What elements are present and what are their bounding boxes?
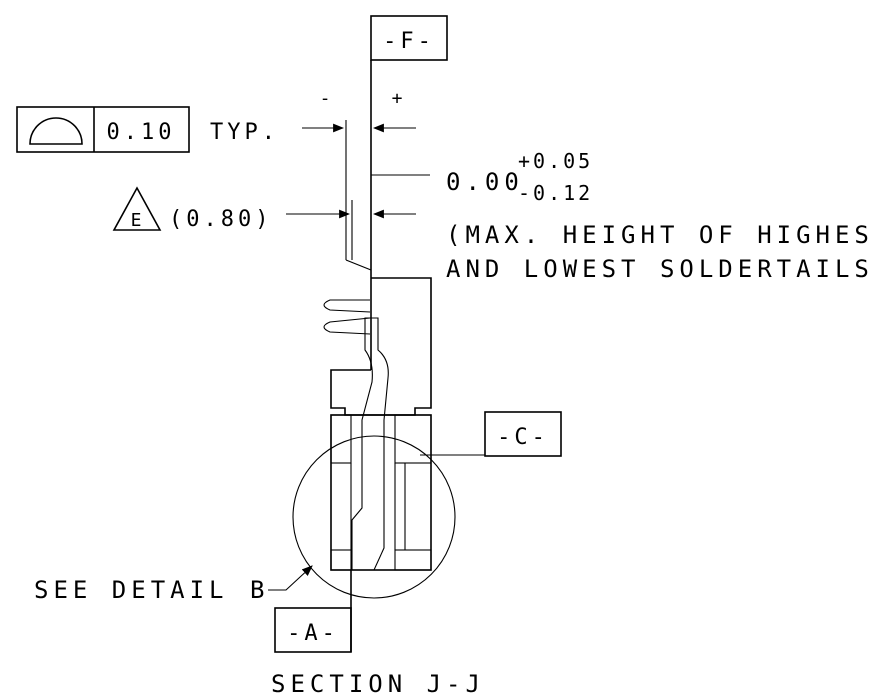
flag-value: (0.80) bbox=[169, 207, 272, 232]
detail-b-circle bbox=[292, 435, 456, 599]
see-detail-label: SEE DETAIL bbox=[34, 576, 229, 604]
datum-f-label: -F- bbox=[383, 29, 435, 54]
minus-label: - bbox=[320, 88, 333, 109]
flag-letter: E bbox=[131, 210, 144, 231]
contact-pin bbox=[323, 299, 389, 571]
tolerance-dimension-arrows bbox=[302, 120, 416, 260]
datum-a-label: -A- bbox=[287, 621, 339, 646]
plus-label: + bbox=[392, 88, 405, 109]
dimension-note-line1: (MAX. HEIGHT OF HIGHEST bbox=[446, 221, 874, 249]
datum-a-box: -A- bbox=[274, 607, 352, 653]
flag-triangle-icon bbox=[112, 186, 162, 231]
detail-b-leader bbox=[268, 565, 313, 591]
see-detail-letter: B bbox=[250, 576, 269, 604]
dimension-nominal: 0.00 bbox=[446, 168, 524, 196]
dimension-lower: -0.12 bbox=[518, 181, 593, 205]
datum-f-box: -F- bbox=[370, 15, 448, 61]
dimension-upper: +0.05 bbox=[518, 149, 593, 173]
tolerance-typ: TYP. bbox=[210, 120, 279, 145]
connector-housing bbox=[330, 259, 432, 571]
section-label: SECTION J-J bbox=[271, 670, 485, 697]
tolerance-value: 0.10 bbox=[107, 120, 176, 145]
datum-c-box: -C- bbox=[484, 411, 562, 457]
dimension-note-line2: AND LOWEST SOLDERTAILS) bbox=[446, 255, 874, 283]
profile-of-surface-icon bbox=[29, 117, 83, 145]
datum-c-label: -C- bbox=[497, 425, 549, 450]
flag-dimension-arrows bbox=[286, 200, 416, 260]
flag-note-e: E bbox=[112, 186, 162, 231]
tolerance-frame: 0.10 bbox=[16, 106, 190, 153]
